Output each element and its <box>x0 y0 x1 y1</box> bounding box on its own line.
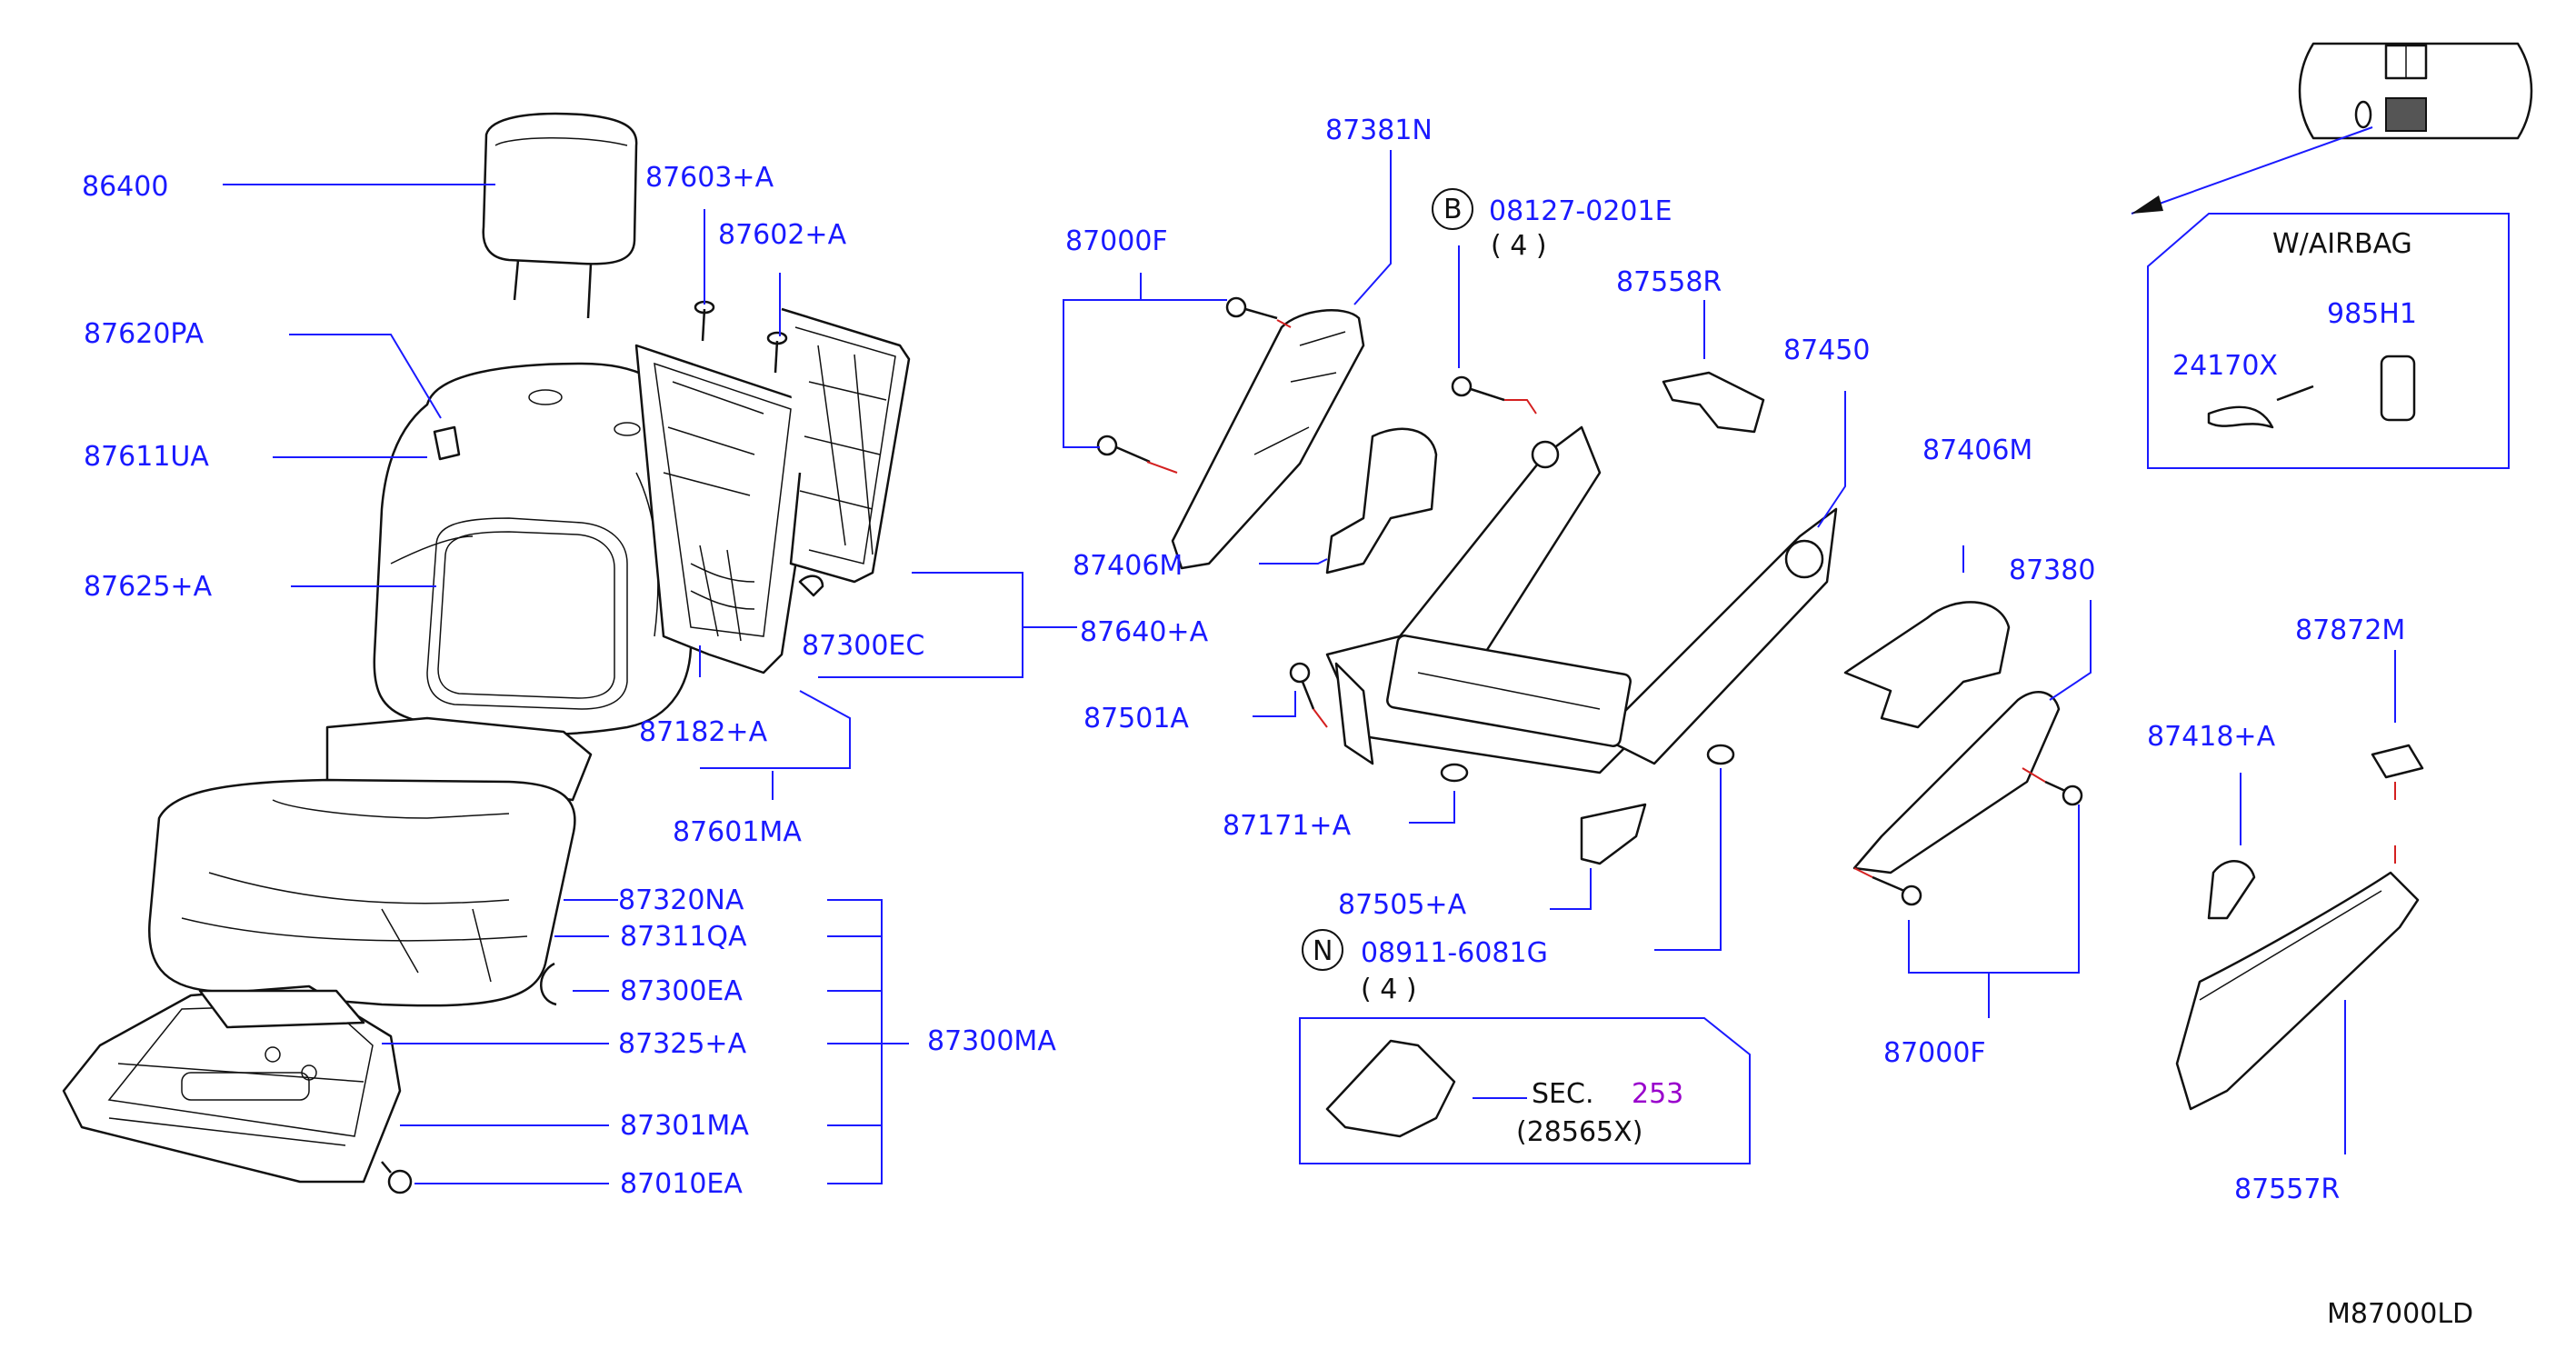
side-finisher-87557r <box>2175 871 2420 1111</box>
label-87501a: 87501A <box>1083 703 1189 734</box>
label-24170x: 24170X <box>2172 350 2278 382</box>
label-87300ma: 87300MA <box>927 1025 1056 1057</box>
label-87505a: 87505+A <box>1338 889 1467 921</box>
clip-87300ec <box>798 575 824 597</box>
label-87450: 87450 <box>1783 335 1870 366</box>
connector-985h1 <box>2380 355 2416 422</box>
label-87311qa: 87311QA <box>620 921 747 953</box>
seat-position-icon <box>2298 42 2533 140</box>
bracket-87558r <box>1662 371 1765 434</box>
label-87010ea: 87010EA <box>620 1168 743 1200</box>
label-circle-n: N <box>1313 935 1333 967</box>
label-87557r: 87557R <box>2234 1174 2340 1205</box>
label-86400: 86400 <box>82 171 168 203</box>
label-87620pa: 87620PA <box>84 318 205 350</box>
label-bolt-qty: ( 4 ) <box>1491 230 1547 262</box>
seat-track-87450 <box>1325 425 1838 774</box>
seatback-cushion <box>373 362 693 736</box>
label-87625a: 87625+A <box>84 571 213 603</box>
label-87640a: 87640+A <box>1080 616 1209 648</box>
bolt-87000f-bottom-2 <box>1872 875 1922 906</box>
label-87406m-left: 87406M <box>1073 550 1183 582</box>
label-87182a: 87182+A <box>639 716 768 748</box>
recliner-cover-87381n <box>1171 309 1365 570</box>
label-sec: SEC. <box>1532 1078 1593 1110</box>
sec-253-part <box>1325 1039 1456 1138</box>
label-87558r: 87558R <box>1616 266 1722 298</box>
circle-b-marker <box>1432 188 1473 230</box>
airbag-box <box>2147 213 2510 469</box>
label-28565x: (28565X) <box>1516 1116 1642 1148</box>
label-87300ec: 87300EC <box>802 630 924 662</box>
bolt-87501a <box>1289 662 1315 710</box>
label-87320na: 87320NA <box>618 884 744 916</box>
clip-87602a <box>766 331 788 374</box>
bolt-87000f-top-2 <box>1096 435 1151 464</box>
nut-08911 <box>1706 744 1735 765</box>
bolt-87000f-top-1 <box>1225 296 1278 320</box>
bolt-08127 <box>1451 375 1505 402</box>
recliner-plate-87406m-left <box>1325 427 1438 575</box>
seat-cushion <box>148 716 593 1007</box>
recliner-plate-87406m-right <box>1843 601 2011 729</box>
label-sec-253[interactable]: 253 <box>1632 1078 1683 1110</box>
label-87406m-right: 87406M <box>1922 435 2032 466</box>
washer-87171a <box>1440 763 1469 783</box>
label-985h1: 985H1 <box>2327 298 2417 330</box>
harness-24170x <box>2207 385 2314 429</box>
label-87300ea: 87300EA <box>620 975 743 1007</box>
clip-87010ea <box>381 1161 413 1194</box>
label-87325a: 87325+A <box>618 1028 747 1060</box>
label-87611ua: 87611UA <box>84 441 209 473</box>
label-nut-qty: ( 4 ) <box>1361 974 1417 1005</box>
label-w-airbag: W/AIRBAG <box>2272 228 2412 260</box>
label-87380: 87380 <box>2009 555 2095 586</box>
clip-87603a <box>694 300 715 342</box>
label-87601ma: 87601MA <box>673 816 802 848</box>
headrest <box>482 112 638 319</box>
cap-87872m <box>2371 744 2424 779</box>
seat-cushion-pan <box>62 984 402 1184</box>
label-87381n: 87381N <box>1325 115 1433 146</box>
label-08911-6081g: 08911-6081G <box>1361 937 1548 969</box>
label-87872m: 87872M <box>2295 615 2405 646</box>
bracket-87505a <box>1580 803 1647 865</box>
sec-253-box <box>1299 1017 1751 1164</box>
diagram-code: M87000LD <box>2327 1298 2473 1330</box>
label-87301ma: 87301MA <box>620 1110 749 1142</box>
label-87000f-top: 87000F <box>1065 225 1168 257</box>
seatback-frame <box>634 307 911 674</box>
bolt-87000f-bottom-1 <box>2044 780 2083 806</box>
label-87418a: 87418+A <box>2147 721 2276 753</box>
recliner-87380 <box>1852 691 2061 874</box>
ring-87300ea <box>540 962 557 1006</box>
leader-lines <box>223 126 2396 1184</box>
label-87171a: 87171+A <box>1223 810 1352 842</box>
red-callouts <box>1146 319 2396 878</box>
label-87000f-bottom: 87000F <box>1883 1037 1986 1069</box>
label-circle-b: B <box>1443 194 1463 225</box>
label-87602a: 87602+A <box>718 219 847 251</box>
circle-n-marker <box>1302 929 1343 971</box>
label-08127-0201e: 08127-0201E <box>1489 195 1672 227</box>
cover-87418a <box>2207 860 2256 920</box>
label-87603a: 87603+A <box>645 162 774 194</box>
